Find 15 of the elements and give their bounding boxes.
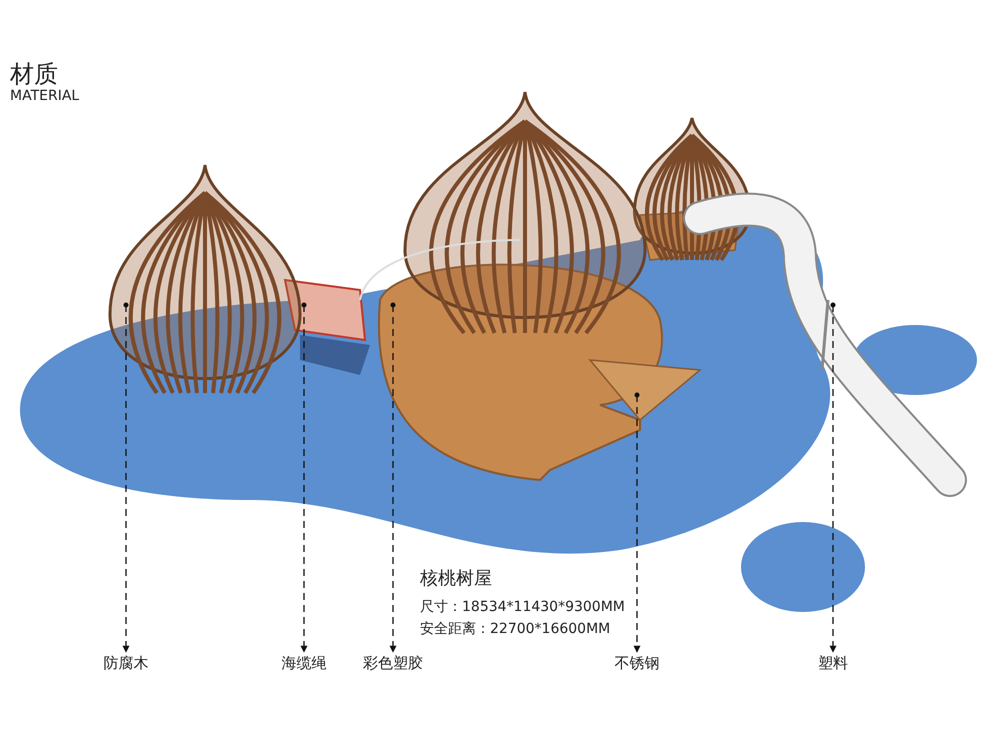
material-label: 防腐木 (104, 654, 148, 673)
dimension-text: 尺寸：18534*11430*9300MM (420, 598, 625, 616)
material-label: 海缆绳 (282, 654, 326, 673)
material-label: 彩色塑胶 (363, 654, 423, 673)
leader-line (634, 392, 640, 653)
leader-line (122, 302, 130, 653)
material-label: 塑料 (818, 654, 848, 673)
product-name: 核桃树屋 (420, 567, 492, 590)
leader-line (830, 302, 836, 653)
dimension-text: 安全距离：22700*16600MM (420, 620, 610, 638)
title: 材质 (10, 59, 58, 90)
subtitle: MATERIAL (10, 88, 80, 104)
leader-line (300, 302, 308, 653)
material-label: 不锈钢 (614, 654, 660, 673)
leader-line (390, 302, 396, 653)
